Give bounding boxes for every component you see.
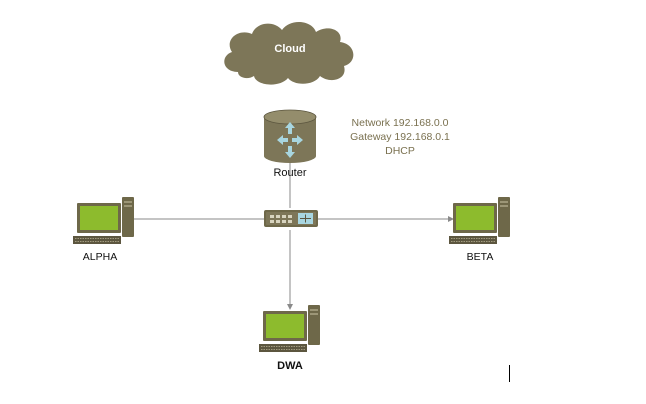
- text-cursor: [509, 365, 510, 382]
- alpha-label: ALPHA: [82, 251, 118, 263]
- router-label: Router: [273, 167, 307, 179]
- dwa-computer-icon: [258, 304, 321, 353]
- router-icon: [263, 109, 317, 163]
- gateway-address: Gateway 192.168.0.1: [350, 131, 450, 143]
- beta-computer-icon: [448, 196, 511, 245]
- switch-icon: [264, 210, 318, 227]
- cloud-label: Cloud: [274, 43, 306, 55]
- dhcp-label: DHCP: [385, 145, 415, 157]
- network-address: Network 192.168.0.0: [351, 117, 449, 129]
- dwa-label: DWA: [277, 360, 303, 372]
- cloud-icon: [224, 21, 354, 85]
- network-info: Network 192.168.0.0 Gateway 192.168.0.1 …: [335, 116, 465, 158]
- alpha-computer-icon: [72, 196, 135, 245]
- beta-label: BETA: [466, 251, 494, 263]
